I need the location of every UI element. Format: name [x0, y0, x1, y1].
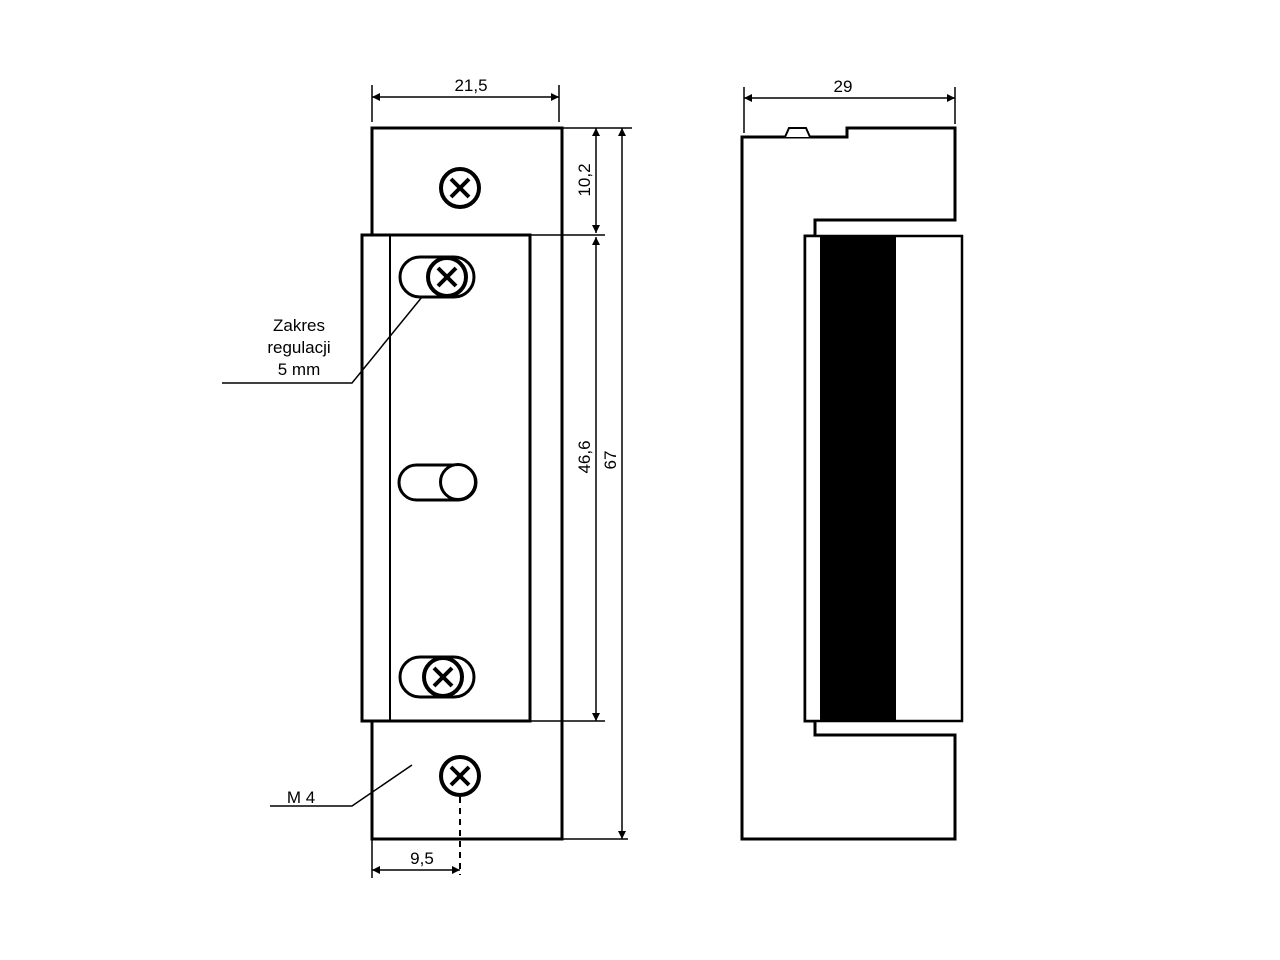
dim-total-height-label: 67: [601, 451, 620, 470]
dim-bottom-offset-label: 9,5: [410, 849, 434, 868]
annotation-thread: M 4: [287, 788, 315, 807]
front-view: 21,5 10,2 46,6 67 9,5 Zakres regulacji 5…: [222, 76, 632, 878]
screw-cross-icon: [439, 755, 481, 797]
screw-cross-icon: [426, 256, 468, 298]
screw-cross-icon: [422, 656, 464, 698]
latch-nub: [784, 127, 811, 138]
leader-thread: [270, 764, 413, 807]
leader-adjust-range: [222, 296, 423, 384]
annotation-adjust-line1: Zakres: [273, 316, 325, 335]
dim-plate-height-label: 46,6: [575, 440, 594, 473]
screw-cross-icon: [439, 167, 481, 209]
dim-side-width-label: 29: [834, 77, 853, 96]
annotation-adjust-line3: 5 mm: [278, 360, 321, 379]
annotation-adjust-line2: regulacji: [267, 338, 330, 357]
dim-top-offset-label: 10,2: [575, 163, 594, 196]
side-view: 29: [740, 77, 964, 841]
slot-pin: [439, 463, 477, 501]
coil-block: [821, 236, 896, 721]
dim-top-width-label: 21,5: [454, 76, 487, 95]
